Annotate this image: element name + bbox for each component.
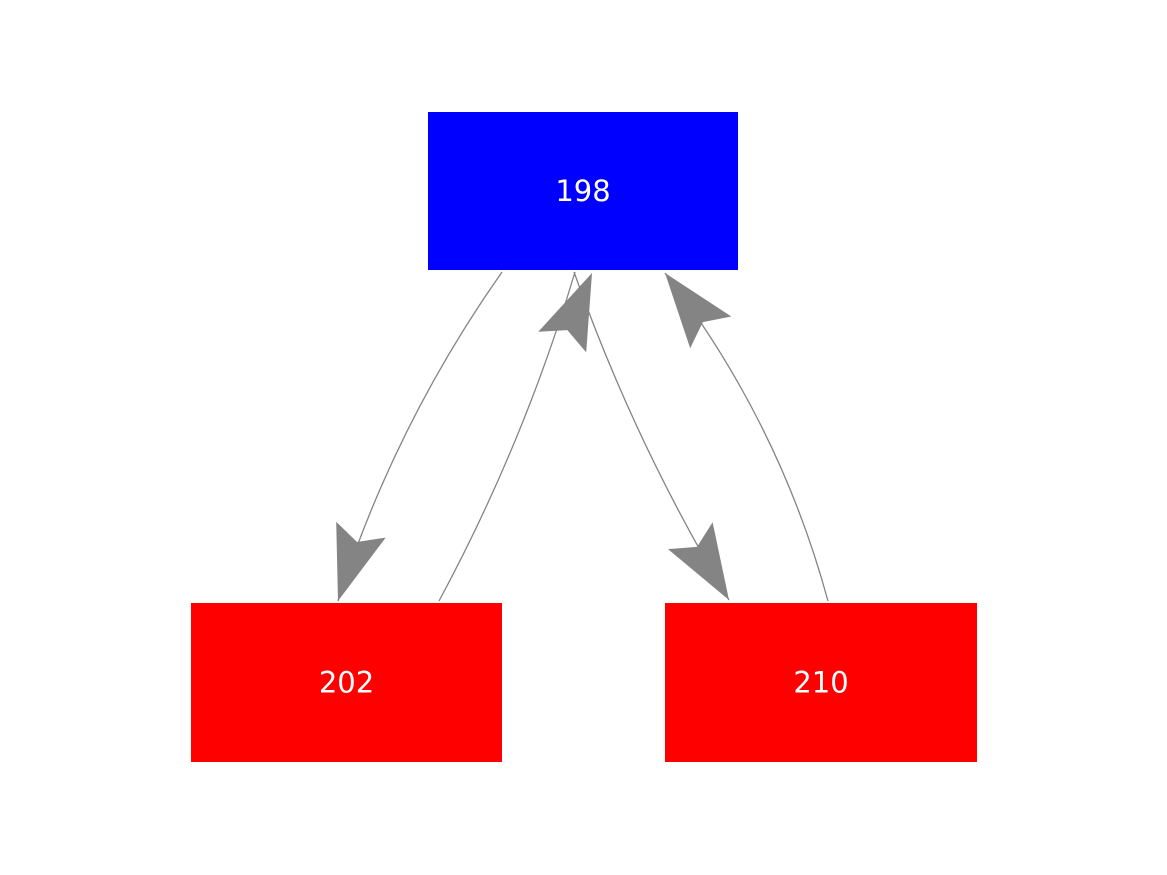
arrowhead-202-198 (538, 273, 592, 353)
nodes-layer: 198 202 210 (191, 112, 977, 762)
node-label-210: 210 (793, 666, 848, 700)
node-210 (665, 603, 977, 762)
arrowhead-210-198 (665, 273, 732, 349)
arrowhead-198-202 (336, 521, 386, 601)
edges-layer (336, 271, 829, 602)
node-202 (191, 603, 502, 762)
node-label-198: 198 (555, 174, 610, 208)
node-198 (428, 112, 738, 270)
node-label-202: 202 (319, 666, 374, 700)
arrowhead-198-210 (668, 522, 729, 600)
